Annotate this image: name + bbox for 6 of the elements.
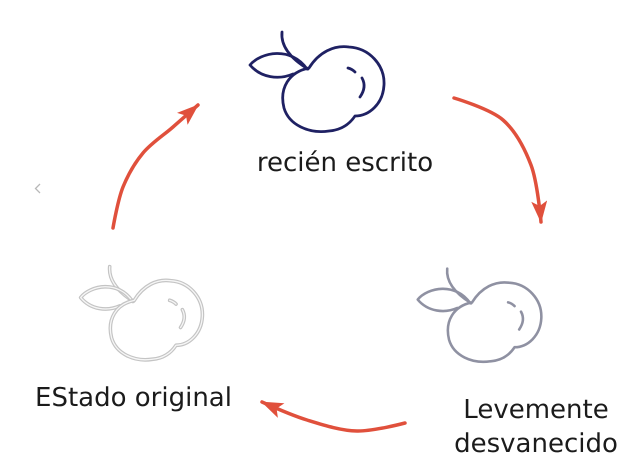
node-label: Levemente desvanecido — [453, 394, 619, 461]
node-label: recién escrito — [256, 147, 434, 179]
curved-arrow — [260, 400, 407, 433]
node-label: EStado original — [34, 382, 233, 414]
curved-arrow — [111, 103, 200, 230]
curved-arrow — [452, 96, 548, 224]
